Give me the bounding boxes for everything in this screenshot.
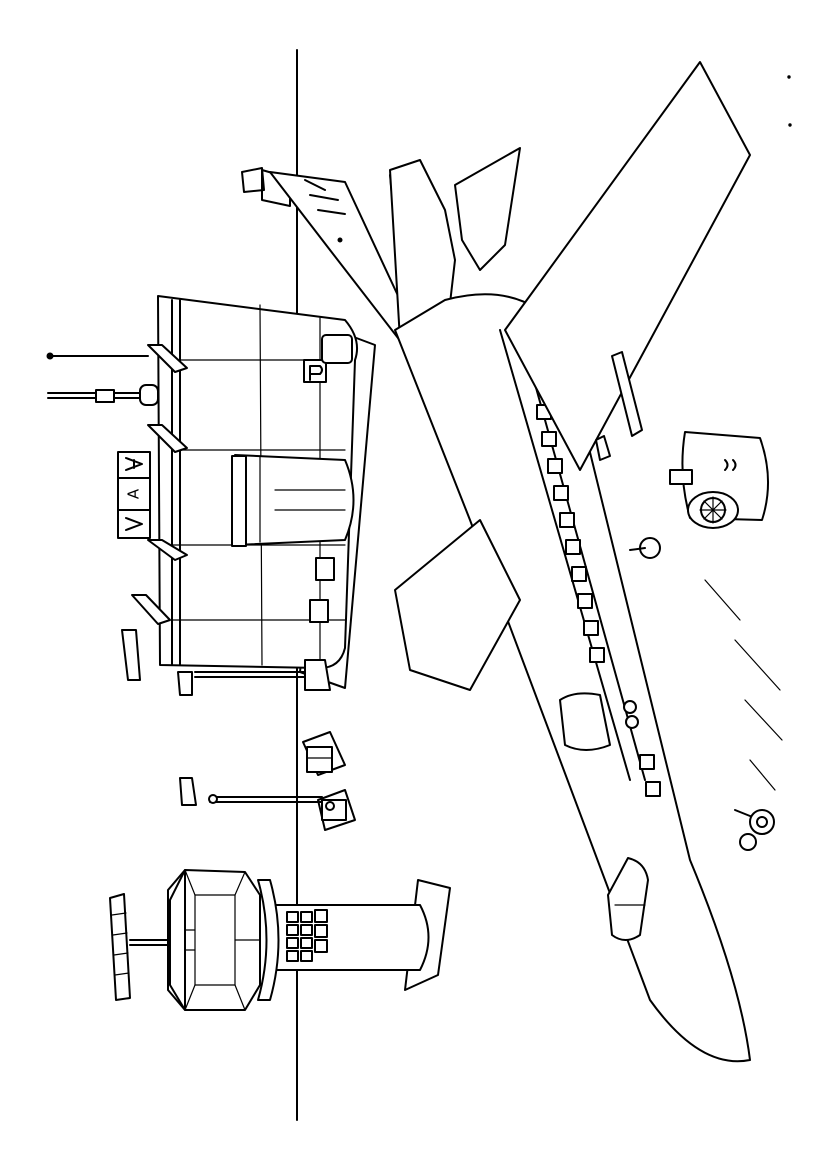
terminal-antennas [47, 353, 158, 405]
lamp-post [122, 630, 330, 695]
fuselage [395, 294, 750, 1061]
stabilizer-upper [455, 148, 520, 270]
wing-far [505, 62, 750, 470]
terminal-sign: A [118, 452, 150, 538]
speck [788, 76, 790, 78]
speck [789, 124, 791, 126]
cabin-windows [537, 405, 660, 796]
tail-logo-icon [305, 180, 345, 242]
arrival-arrow-icon [126, 458, 142, 470]
control-tower [110, 870, 450, 1010]
cockpit-windshield [608, 858, 648, 940]
tower-roof [170, 870, 185, 1010]
jet-engine [670, 432, 768, 528]
cabin-door [560, 693, 610, 750]
nose-landing-gear [735, 810, 774, 850]
baggage-cart-far [303, 732, 345, 775]
departure-arrow-icon [126, 518, 142, 530]
main-landing-gear [630, 538, 660, 558]
terminal-building [132, 296, 375, 688]
wing-near [395, 520, 520, 690]
baggage-cart-near [180, 778, 355, 830]
terminal-entrance [235, 455, 354, 545]
radar-dish-icon [110, 894, 130, 1000]
terminal-roof-clamps [132, 345, 187, 624]
parking-sign-icon [304, 360, 326, 382]
tower-windows [287, 910, 327, 961]
airplane [270, 62, 782, 1061]
tower-cab-base [258, 880, 279, 1000]
motion-lines [705, 580, 782, 790]
terminal-sign-letter: A [125, 488, 143, 499]
